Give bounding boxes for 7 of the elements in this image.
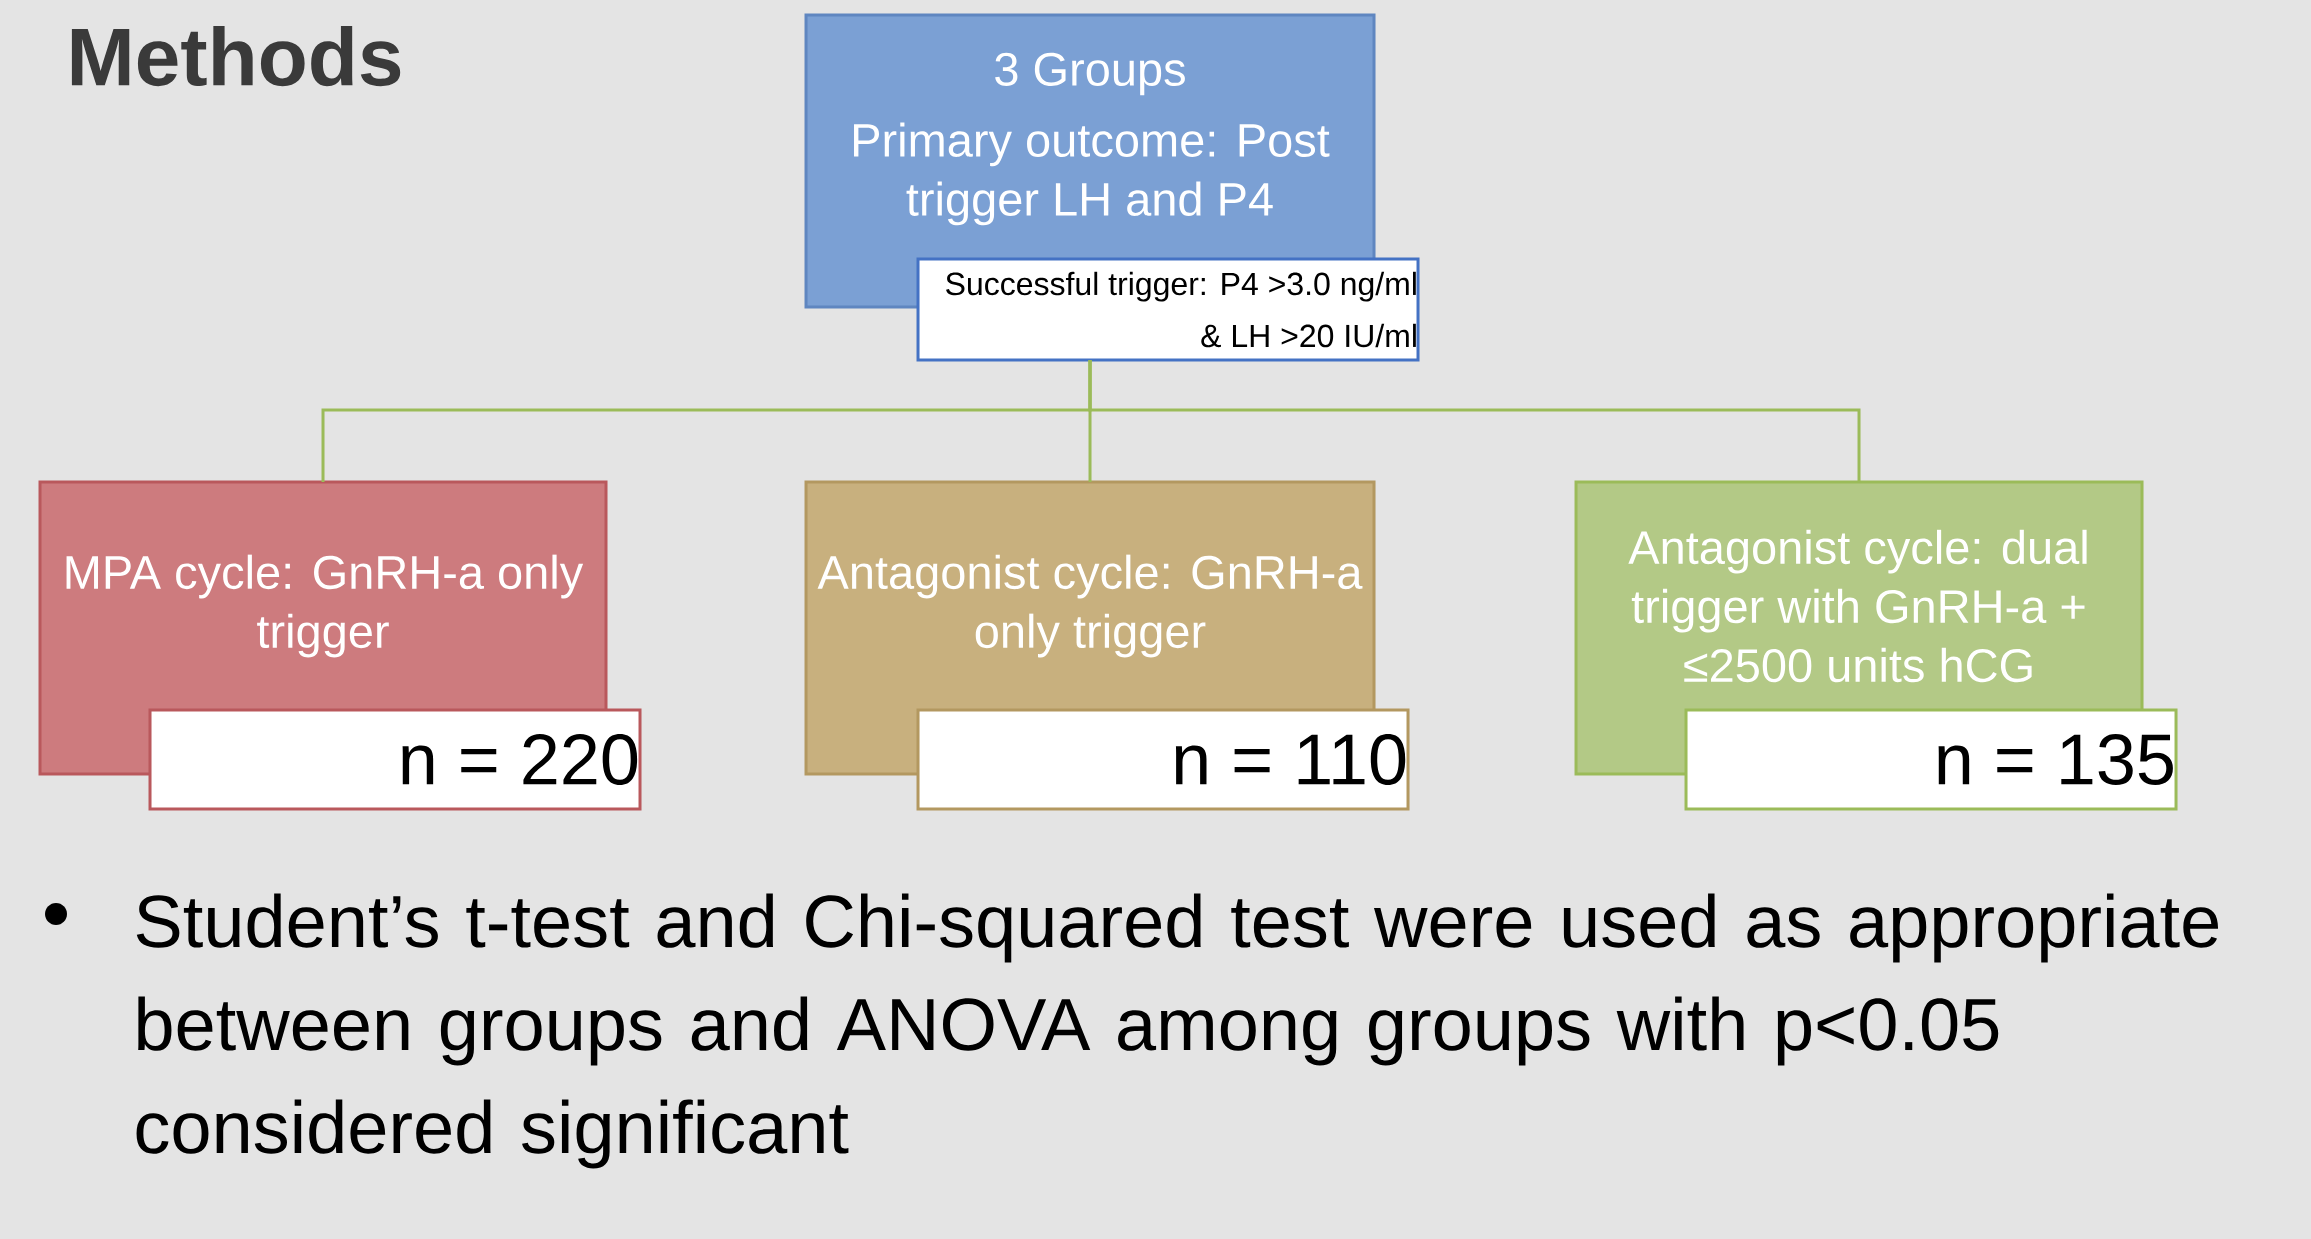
sample-size-box: n = 135 — [1684, 708, 2178, 811]
sample-size-box: n = 220 — [148, 708, 642, 811]
bullet-text: Student’s t-test and Chi-squared test were used as appropriate between groups and ANOVA among groups with p<0.05 considered significant — [136, 893, 2219, 1169]
connector-line — [1088, 360, 1861, 482]
criteria-box: Successful trigger: P4 >3.0 ng/ml & LH >20 IU/ml — [916, 257, 1420, 362]
sample-size-box: n = 110 — [916, 708, 1410, 811]
title: Methods — [71, 25, 401, 87]
